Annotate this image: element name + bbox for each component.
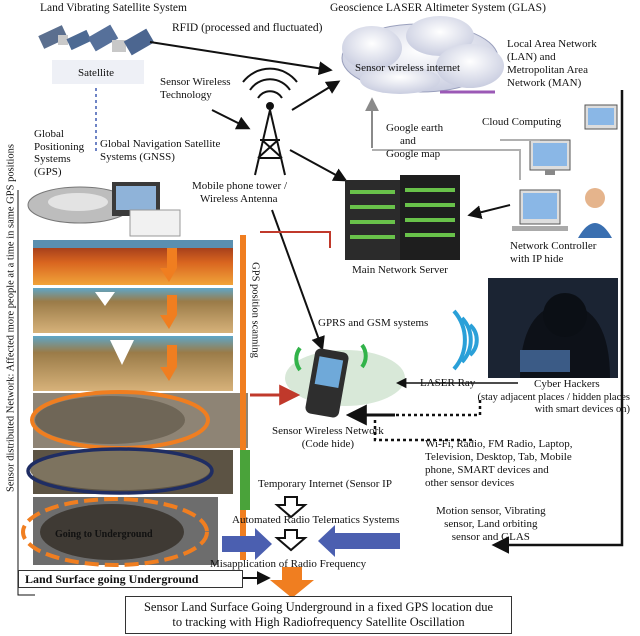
hollow-down-arrow-2 <box>274 529 308 552</box>
sensor-network-label: Sensor Wireless Network(Code hide) <box>272 425 384 450</box>
tower-icon <box>242 67 298 176</box>
sinkhole-highlight-ring <box>21 497 209 567</box>
computer-icon-3 <box>512 189 568 231</box>
cyber-hackers-label: Cyber Hackers <box>534 378 600 390</box>
ground-crack-photo <box>33 393 248 448</box>
cloud-label: Sensor wireless internet <box>355 62 461 74</box>
rubble-photo <box>30 450 233 494</box>
title-left: Land Vibrating Satellite System <box>40 2 187 14</box>
gps-device-icon <box>27 182 181 237</box>
cloud-icon <box>341 16 504 94</box>
misapplication-label: Misapplication of Radio Frequency <box>210 558 367 570</box>
rfid-label: RFID (processed and fluctuated) <box>172 22 323 34</box>
computer-icon-2 <box>529 139 571 175</box>
orange-vertical-bar <box>240 235 246 560</box>
side-bracket <box>17 190 35 596</box>
blue-arrow-left <box>222 528 272 560</box>
satellite-label-bg <box>52 60 144 84</box>
bottom-caption-box: Sensor Land Surface Going Underground in… <box>125 596 512 634</box>
user-icon <box>578 188 612 238</box>
main-server-label: Main Network Server <box>352 264 448 276</box>
tower-server-arrow <box>289 149 348 182</box>
rfid-arrow <box>149 41 333 76</box>
red-top-link <box>260 231 331 248</box>
server-icon <box>345 175 460 260</box>
hacker-dotted-link <box>390 400 482 417</box>
devices-label: Wi-Fi, Radio, FM Radio, Laptop,Televisio… <box>425 438 573 489</box>
laser-ray-label: LASER Ray <box>420 377 476 389</box>
orange-down-arrows <box>160 248 177 381</box>
cloud-computing-label: Cloud Computing <box>482 116 562 128</box>
hacker-icon <box>488 278 618 378</box>
ground-layer-3 <box>33 336 233 391</box>
tower-phone-arrow <box>271 209 325 351</box>
rubble-highlight-ring <box>26 447 214 495</box>
tech-arrow <box>211 109 251 130</box>
computer-icon-1 <box>584 104 618 130</box>
title-right: Geoscience LASER Altimeter System (GLAS) <box>330 2 546 14</box>
automated-radio-label: Automated Radio Telematics Systems <box>232 514 400 526</box>
going-underground-image-label: Going to Underground <box>55 529 153 540</box>
side-vertical-label: Sensor distributed Network: Affected mor… <box>5 143 17 492</box>
devices-dotted-link <box>373 420 475 442</box>
land-surface-box: Land Surface going Underground <box>18 570 243 588</box>
controller-server-arrow <box>467 204 511 220</box>
cloud-computing-link <box>372 149 521 180</box>
gprs-label: GPRS and GSM systems <box>318 317 429 329</box>
blue-arrow-right <box>318 525 400 557</box>
satellite-icon-2 <box>87 24 155 56</box>
tower-cloud-arrow <box>291 80 341 111</box>
satellite-icon-1 <box>38 25 92 51</box>
green-arrow-bar <box>240 450 250 510</box>
ground-layer-1 <box>33 240 233 285</box>
tower-label: Mobile phone tower /Wireless Antenna <box>192 180 288 205</box>
lan-feedback-arrow <box>491 90 624 554</box>
wifi-signal-icon <box>452 309 479 371</box>
hollow-down-arrow-1 <box>274 496 308 519</box>
orange-bottom-arrow <box>270 567 314 598</box>
phone-icon <box>285 343 405 418</box>
ground-layer-2 <box>33 288 233 333</box>
gps-scanning-label: GPS position scanning <box>249 262 261 358</box>
temp-internet-label: Temporary Internet (Sensor IP <box>258 478 392 490</box>
satellite-label: Satellite <box>78 67 115 79</box>
